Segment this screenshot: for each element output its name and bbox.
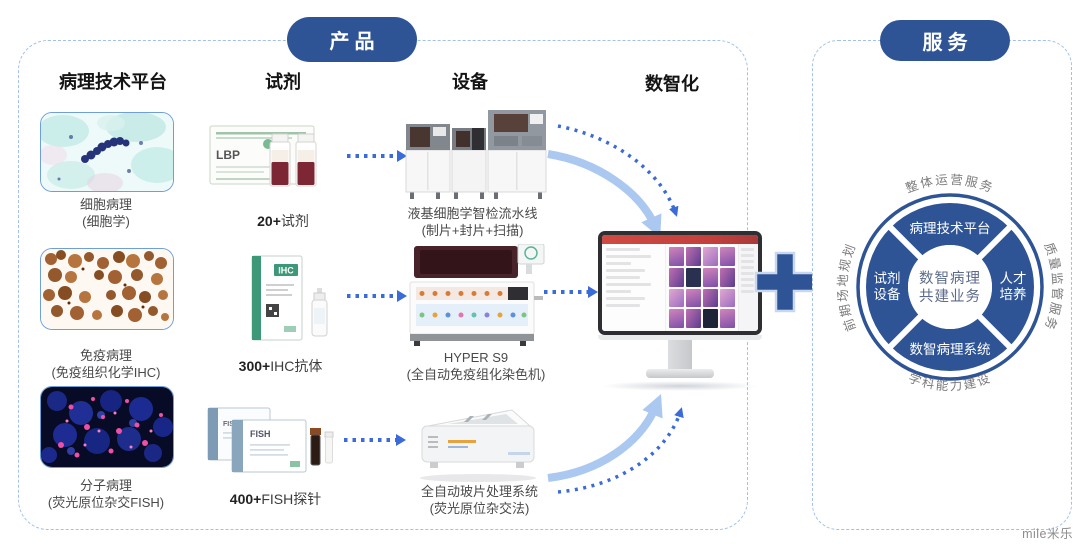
- svg-text:质量监管服务: 质量监管服务: [1041, 241, 1065, 334]
- watermark: mile米乐: [1022, 527, 1073, 541]
- equipment-caption-row2: HYPER S9 (全自动免疫组化染色机): [406, 350, 546, 382]
- monitor-image: [598, 231, 762, 391]
- svg-text:LBP: LBP: [216, 148, 240, 162]
- lbp-reagent-kit-image: LBP: [206, 110, 346, 207]
- segment-right-label-1: 人才: [1000, 271, 1027, 286]
- platform-caption-fish: 分子病理 (荧光原位杂交FISH): [47, 478, 165, 510]
- reagent-count-row3: 400+FISH探针: [229, 491, 322, 507]
- cytology-line-machine-image: [402, 104, 550, 205]
- ihc-slide-image: [40, 248, 174, 330]
- segment-bottom-label: 数智病理系统: [910, 342, 991, 357]
- svg-text:FISH: FISH: [250, 429, 271, 439]
- hyper-s9-machine-image: [406, 243, 546, 353]
- slide-processor-machine-image: [408, 396, 548, 489]
- svg-text:FISH: FISH: [223, 421, 239, 428]
- segment-left-label-1: 试剂: [874, 271, 901, 286]
- pathology-software-screen: [598, 231, 762, 335]
- cytology-slide-image: [40, 112, 174, 192]
- dotted-arrow-row2-icon: [347, 290, 407, 302]
- dotted-arrow-row3-icon: [344, 434, 406, 446]
- svg-text:整体运营服务: 整体运营服务: [903, 173, 996, 196]
- platform-caption-ihc: 免疫病理 (免疫组织化学IHC): [51, 348, 161, 380]
- fish-slide-image: [40, 386, 174, 468]
- service-badge: 服务: [880, 20, 1010, 61]
- segment-top-label: 病理技术平台: [910, 221, 991, 236]
- fish-probe-kit-image: FISH FISH: [202, 398, 337, 487]
- column-header-equipment: 设备: [452, 72, 488, 92]
- equipment-caption-row3: 全自动玻片处理系统 (荧光原位杂交法): [420, 484, 538, 516]
- svg-text:IHC: IHC: [278, 266, 294, 276]
- curved-arrows-icon: [547, 124, 684, 494]
- outer-label-top: 整体运营服务: [903, 173, 994, 196]
- segment-right-label-2: 培养: [1000, 287, 1027, 302]
- outer-label-right: 质量监管服务: [1041, 241, 1063, 334]
- service-wheel-diagram: 病理技术平台 数智病理系统 试剂 设备 人才 培养 数智病理 共建业务 整体运营…: [836, 173, 1065, 393]
- column-header-digital: 数智化: [645, 74, 699, 94]
- product-badge: 产品: [287, 17, 417, 62]
- svg-text:前期场地规划: 前期场地规划: [836, 241, 859, 334]
- reagent-count-row2: 300+IHC抗体: [238, 358, 323, 374]
- plus-icon: [754, 251, 816, 313]
- segment-left-label-2: 设备: [874, 286, 902, 302]
- wheel-center-label-1: 数智病理: [919, 270, 981, 287]
- ihc-reagent-kit-image: IHC: [222, 252, 342, 355]
- equipment-caption-row1: 液基细胞学智检流水线 (制片+封片+扫描): [407, 206, 538, 238]
- dotted-arrow-monitor-icon: [544, 286, 598, 298]
- dotted-arrow-row1-icon: [347, 150, 407, 162]
- column-header-reagent: 试剂: [265, 72, 301, 92]
- column-header-platform: 病理技术平台: [59, 72, 167, 92]
- platform-caption-cytology: 细胞病理 (细胞学): [79, 197, 132, 229]
- wheel-center-label-2: 共建业务: [919, 288, 981, 305]
- reagent-count-row1: 20+试剂: [257, 213, 309, 229]
- outer-label-left: 前期场地规划: [836, 241, 857, 334]
